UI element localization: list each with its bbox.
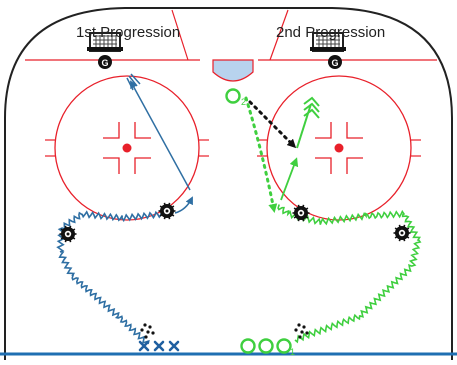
shot-line-progression-2 — [296, 103, 312, 149]
pylon-icon — [393, 224, 411, 242]
pylon-icon — [59, 225, 77, 243]
rink-boards — [4, 7, 453, 360]
puck-pile-icon — [294, 323, 309, 339]
skater-x-icon — [138, 340, 150, 352]
pass-line — [248, 100, 297, 149]
goal-net-icon — [87, 32, 123, 52]
skater-o-group — [240, 338, 292, 354]
dotted-route-progression-2 — [244, 96, 278, 213]
skater-o-icon — [258, 338, 274, 354]
skater-o-icon — [240, 338, 256, 354]
svg-text:G: G — [331, 58, 338, 68]
skater-o-icon — [276, 338, 292, 354]
skater-x-icon — [168, 340, 180, 352]
shot-arrows-progression-2 — [303, 96, 320, 119]
pylon-icon — [158, 202, 176, 220]
goalie-icon: G — [328, 55, 342, 69]
shot-lines-progression-1 — [126, 73, 141, 91]
rink-marking-right — [269, 9, 289, 61]
skate-line-progression-1 — [130, 80, 191, 191]
title-1st-progression: 1st Progression — [76, 24, 180, 41]
goal-crease — [212, 59, 254, 82]
curl-progression-1 — [174, 196, 193, 214]
skater-o1-label: 1 — [290, 347, 295, 357]
puck-pile-icon — [140, 323, 155, 339]
skate-path-progression-2 — [277, 204, 422, 344]
skate-line-progression-2 — [280, 157, 299, 201]
svg-text:G: G — [101, 58, 108, 68]
skate-path-progression-1 — [56, 210, 166, 345]
title-2nd-progression: 2nd Progression — [276, 24, 385, 41]
goalie-icon: G — [98, 55, 112, 69]
skater-x-icon — [153, 340, 165, 352]
pylon-icon — [292, 204, 310, 222]
faceoff-circle-left — [45, 75, 209, 221]
skater-o-icon — [225, 88, 241, 104]
skater-o2: 2 — [225, 88, 246, 107]
goal-net-icon — [310, 32, 346, 52]
skater-x-group — [138, 340, 180, 352]
svg-text:2: 2 — [241, 97, 246, 107]
rink-marking-left — [171, 9, 189, 61]
